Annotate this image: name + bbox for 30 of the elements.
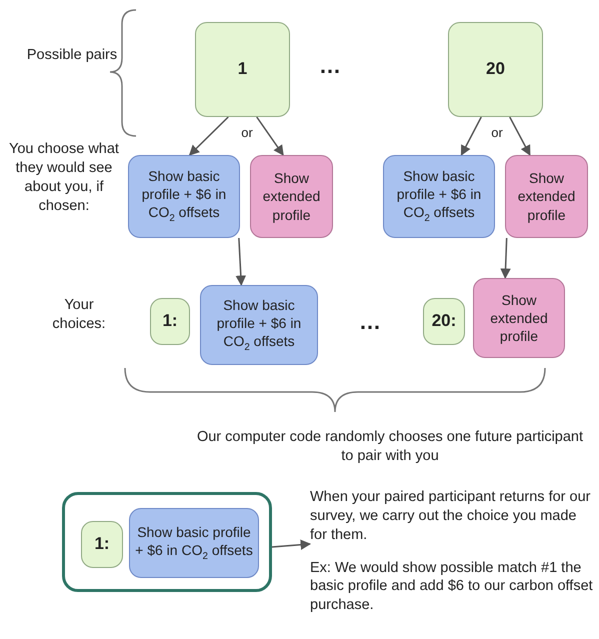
arrow	[460, 116, 482, 156]
arrow	[509, 116, 531, 156]
extended-profile-box: Show extended profile	[505, 155, 588, 238]
caption: Possible pairs	[26, 46, 118, 65]
basic-profile-box: Show basic profile + $6 in CO$_{2}$ offsets	[383, 155, 495, 238]
connector-label: or	[490, 125, 504, 142]
choice-number-box: 20:	[423, 298, 465, 345]
selected-choice-frame	[62, 492, 272, 592]
choice-number-box: 20	[448, 22, 543, 117]
choice-number-box: 1	[195, 22, 290, 117]
connector-label: or	[240, 125, 254, 142]
choice-number-box: 1:	[81, 521, 123, 568]
ellipsis: …	[358, 308, 382, 336]
choice-number-box: 1:	[150, 298, 190, 345]
arrow	[236, 238, 246, 286]
caption: Our computer code randomly chooses one future participant to pair with you	[196, 428, 584, 466]
extended-profile-box: Show extended profile	[473, 278, 565, 358]
extended-profile-box: Show extended profile	[250, 155, 333, 238]
arrow	[188, 116, 229, 156]
ellipsis: …	[318, 52, 342, 80]
arrow	[500, 238, 511, 280]
caption: You choose what they would see about you, if chosen:	[8, 140, 120, 216]
basic-profile-box: Show basic profile + $6 in CO$_{2}$ offsets	[128, 155, 240, 238]
explanation-text: Ex: We would show possible match #1 the basic profile and add $6 to our carbon offset purchase.	[310, 558, 594, 616]
basic-profile-box: Show basic profile + $6 in CO$_{2}$ offsets	[129, 508, 259, 578]
caption: Your choices:	[51, 296, 107, 334]
arrow	[256, 116, 284, 156]
basic-profile-box: Show basic profile + $6 in CO$_{2}$ offsets	[200, 285, 318, 365]
explanation-text: When your paired participant returns for our survey, we carry out the choice you made for them.	[310, 488, 592, 545]
arrow	[272, 540, 312, 550]
